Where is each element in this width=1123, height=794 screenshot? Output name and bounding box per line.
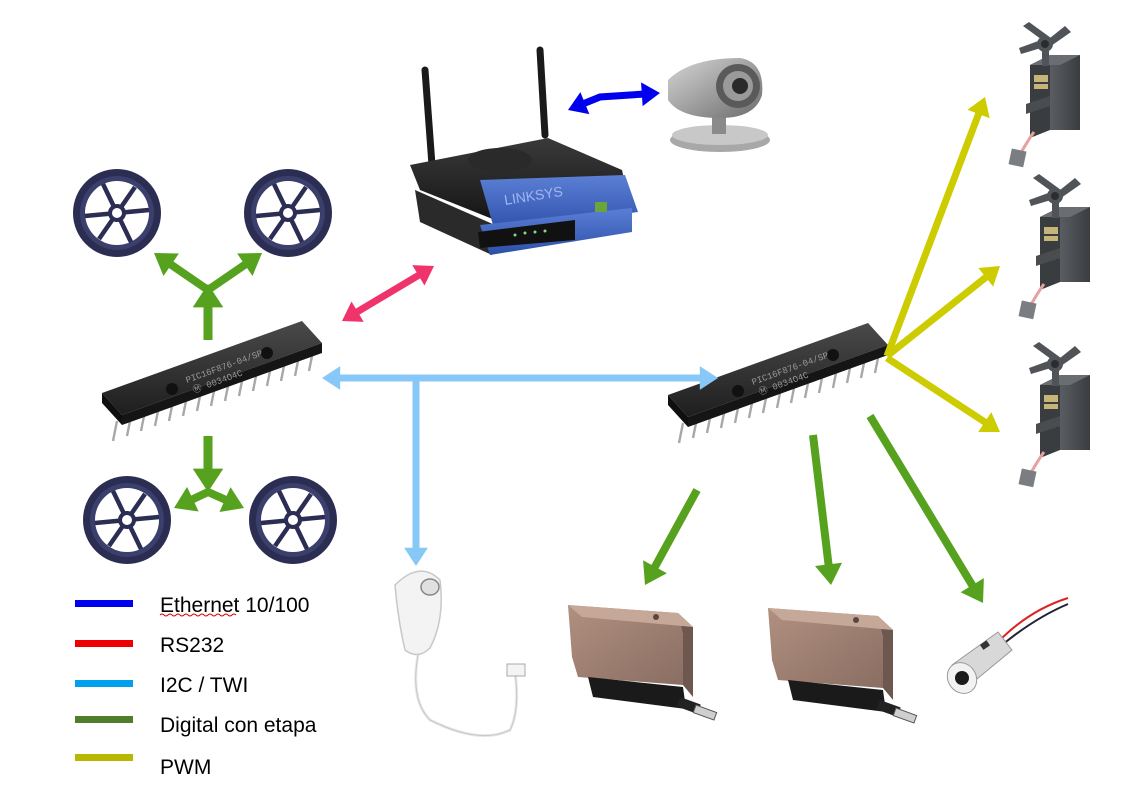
connection-arrows [154,82,1000,603]
digital-actuator-1 [643,488,701,585]
router-antenna-right [536,46,549,139]
i2c-bus-arrow [322,366,718,390]
pwm-servo-2 [884,266,1000,359]
arrow-shaft [190,488,210,504]
arrow-shaft [650,488,701,570]
arrowhead [219,487,244,512]
arrow-shaft [885,355,988,426]
wheel-rear-left [83,476,171,564]
arrow-shaft [883,111,983,358]
servo-2 [1017,172,1092,321]
legend-label-digital: Digital con etapa [160,714,317,737]
pwm-servo-1 [883,97,990,358]
laser-module [946,597,1069,694]
digital-trunk-top-head [192,284,224,340]
legend-item-ethernet: Ethernet 10/100 [75,594,309,617]
arrow-shaft [168,260,211,294]
legend-item-digital: Digital con etapa [75,714,317,737]
digital-wheel-fl [154,253,211,294]
arrowhead [978,266,1000,287]
router-antenna-left [421,66,436,169]
arrow-shaft [582,90,644,107]
arrowhead [342,301,364,322]
legend-label-pwm: PWM [160,756,211,779]
arrow-shaft [205,260,248,294]
wheel-front-right [244,169,332,257]
arrowhead [699,366,718,390]
arrow-shaft [809,434,833,566]
arrowhead [154,253,179,276]
arrowhead [568,92,590,115]
nunchuk [394,570,526,738]
arrow-shaft [206,488,228,504]
arrowhead [641,82,660,107]
router: LINKSYS [410,46,638,255]
rs232-arrow [342,265,434,322]
legend-swatch-rs232 [75,640,133,647]
legend-swatch-ethernet [75,600,133,607]
arrow-shaft [866,413,977,589]
digital-wheel-fr [205,253,262,294]
arrowhead [174,486,199,512]
servo-1 [1007,20,1082,169]
arrowhead [967,97,990,119]
arrowhead [815,562,843,585]
arrow-shaft [884,273,989,359]
arrowhead [404,547,428,566]
arrowhead [322,366,341,390]
wheel-front-left [73,169,161,257]
legend-item-rs232: RS232 [75,634,224,657]
arrowhead [960,578,984,603]
arrowhead [192,284,224,308]
arrowhead [237,253,262,276]
legend-label-i2c: I2C / TWI [160,674,248,697]
i2c-nunchuk-arrow [404,380,428,566]
arrowhead [412,265,434,286]
digital-wheel-rl [174,486,210,512]
servo-3 [1017,340,1092,489]
arrowhead [643,560,667,585]
legend-item-i2c: I2C / TWI [75,674,248,697]
digital-trunk-bottom [192,436,224,492]
wheel-rear-right [249,476,337,564]
digital-actuator-2 [809,434,843,585]
digital-laser [866,413,984,603]
legend-label-ethernet: Ethernet 10/100 [160,594,309,617]
legend-swatch-digital [75,716,133,723]
legend-item-pwm: PWM [75,754,211,779]
pwm-servo-3 [885,355,1000,432]
ethernet-arrow [568,82,660,115]
legend-swatch-pwm [75,754,133,761]
linear-actuator-1 [567,604,718,721]
legend: Ethernet 10/100 RS232 I2C / TWI Digital … [75,594,317,779]
linear-actuator-2 [767,607,918,724]
legend-swatch-i2c [75,680,133,687]
spellcheck-underline [159,613,237,617]
arrowhead [978,412,1000,432]
ip-camera [668,58,770,152]
legend-label-rs232: RS232 [160,634,224,657]
digital-wheel-rr [206,487,244,512]
arrow-shaft [354,271,422,316]
arrowhead [192,468,224,492]
